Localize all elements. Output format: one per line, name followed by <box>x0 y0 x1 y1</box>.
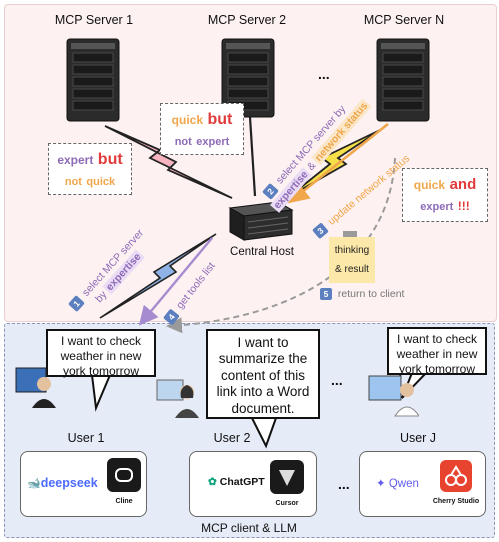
users-ellipsis: ... <box>331 372 343 388</box>
bolt-host-user <box>99 233 217 319</box>
arrow-get-tools <box>138 237 213 326</box>
central-host-label: Central Host <box>230 246 294 258</box>
cursor-label: Cursor <box>275 500 299 507</box>
chatgpt-logo: ✿ ChatGPT <box>208 476 265 488</box>
note-quick-not-expert: quick but not expert <box>160 103 244 155</box>
qwen-logo: ✦ Qwen <box>376 478 419 490</box>
user-2-avatar <box>156 379 199 418</box>
step5-label: 5 return to client <box>320 288 404 300</box>
panel-caption: MCP client & LLM <box>201 521 297 535</box>
user-2-speech: I want to summarize the content of this … <box>206 329 320 419</box>
cursor-icon <box>270 460 304 494</box>
user-1-avatar <box>15 367 56 408</box>
note-quick-and-expert: quick and expert !!! <box>402 168 488 222</box>
speech-tail-2 <box>251 417 277 449</box>
speech-tail-1 <box>91 374 111 412</box>
user-1-speech: I want to check weather in new york tomo… <box>46 329 156 378</box>
cherry-studio-icon <box>440 460 472 492</box>
server-2-icon <box>221 38 275 118</box>
link-server2 <box>248 116 257 197</box>
cline-icon <box>107 458 141 492</box>
client-3-box: ✦ Qwen Cherry Studio <box>359 451 486 517</box>
cherry-studio-label: Cherry Studio <box>432 498 480 505</box>
note-expert-not-quick: expert but not quick <box>48 143 132 195</box>
server-2-label: MCP Server 2 <box>207 13 287 27</box>
server-n-label: MCP Server N <box>363 13 445 27</box>
cline-label: Cline <box>115 498 133 505</box>
sticky-tape <box>343 231 357 239</box>
user-1-label: User 1 <box>67 431 105 445</box>
servers-ellipsis: ... <box>318 66 330 82</box>
clients-ellipsis: ... <box>338 476 350 492</box>
user-2-label: User 2 <box>213 431 251 445</box>
user-j-label: User J <box>399 431 437 445</box>
client-2-box: ✿ ChatGPT Cursor <box>189 451 317 517</box>
user-j-avatar <box>368 375 419 417</box>
client-1-box: 🐋deepseek Cline <box>20 451 147 517</box>
server-1-icon <box>66 38 120 122</box>
deepseek-logo: 🐋deepseek <box>27 476 98 490</box>
user-j-speech: I want to check weather in new york tomo… <box>387 327 487 376</box>
arrow-update-status <box>287 122 389 204</box>
server-1-label: MCP Server 1 <box>54 13 134 27</box>
thinking-note: thinking & result <box>329 237 375 283</box>
server-n-icon <box>376 38 430 122</box>
